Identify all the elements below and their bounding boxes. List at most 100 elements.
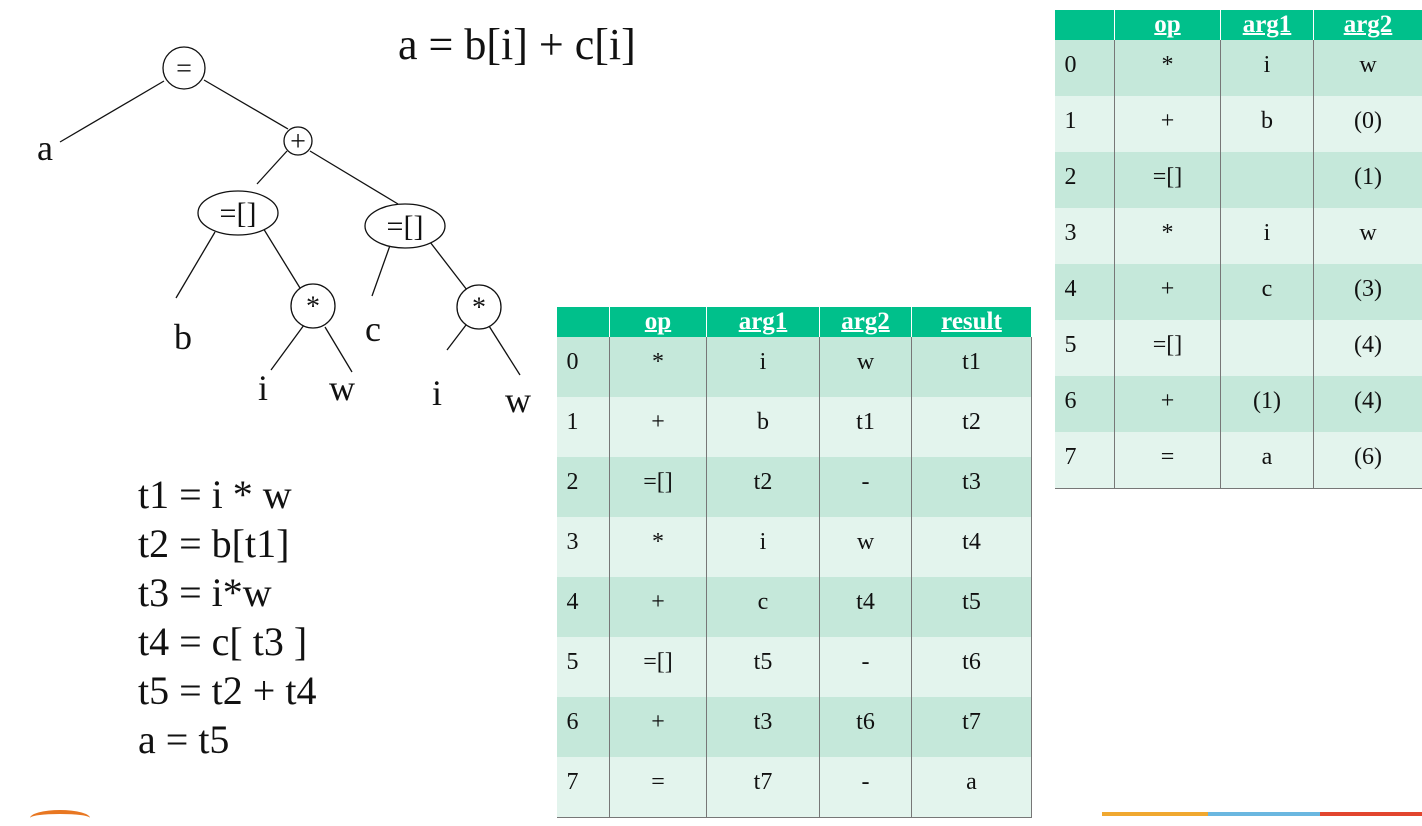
- tree-edge: [489, 326, 520, 375]
- table-cell: -: [820, 457, 912, 517]
- node-label: w: [505, 380, 531, 420]
- table-cell: t2: [912, 397, 1032, 457]
- row-index-cell: 1: [1055, 96, 1115, 152]
- row-index-cell: 4: [557, 577, 610, 637]
- table-row: 4+c(3): [1055, 264, 1422, 320]
- table-cell: w: [820, 517, 912, 577]
- tree-node-idx2: =[]: [365, 204, 445, 248]
- footer-bar-orange: [1102, 812, 1208, 816]
- table-cell: (0): [1314, 96, 1422, 152]
- node-label: =[]: [220, 197, 257, 230]
- table-cell: *: [610, 517, 707, 577]
- table-row: 6+(1)(4): [1055, 376, 1422, 432]
- logo-mark: [30, 810, 90, 826]
- table-cell: -: [820, 757, 912, 818]
- tree-node-w1: w: [329, 368, 355, 408]
- column-header: op: [610, 307, 707, 337]
- row-index-cell: 2: [1055, 152, 1115, 208]
- row-index-cell: 6: [557, 697, 610, 757]
- table-cell: w: [1314, 40, 1422, 96]
- tree-edge: [60, 81, 164, 142]
- table-cell: a: [1221, 432, 1314, 489]
- column-header: op: [1115, 10, 1221, 40]
- node-label: i: [432, 373, 442, 413]
- table-row: 2=[] (1): [1055, 152, 1422, 208]
- column-header: result: [912, 307, 1032, 337]
- node-label: c: [365, 309, 381, 349]
- table-cell: t6: [820, 697, 912, 757]
- code-line: t5 = t2 + t4: [138, 666, 316, 715]
- table-cell: i: [707, 337, 820, 397]
- table-row: 7=a(6): [1055, 432, 1422, 489]
- table-cell: =[]: [1115, 320, 1221, 376]
- code-line: t4 = c[ t3 ]: [138, 617, 316, 666]
- table-cell: c: [1221, 264, 1314, 320]
- tree-edge: [271, 325, 304, 370]
- table-row: 5=[]t5-t6: [557, 637, 1032, 697]
- table-cell: (3): [1314, 264, 1422, 320]
- row-index-cell: 6: [1055, 376, 1115, 432]
- table-cell: =[]: [1115, 152, 1221, 208]
- table-cell: =: [610, 757, 707, 818]
- tree-node-idx1: =[]: [198, 191, 278, 235]
- footer-bar-red: [1320, 812, 1422, 816]
- row-index-cell: 4: [1055, 264, 1115, 320]
- tree-edge: [325, 327, 352, 372]
- table-row: 7=t7-a: [557, 757, 1032, 818]
- tree-node-assign: =: [163, 47, 205, 89]
- row-index-cell: 2: [557, 457, 610, 517]
- row-index-cell: 0: [557, 337, 610, 397]
- node-label: *: [306, 292, 320, 323]
- table-row: 2=[]t2-t3: [557, 457, 1032, 517]
- table-cell: +: [610, 697, 707, 757]
- tree-edge: [310, 151, 398, 204]
- tree-node-i1: i: [258, 368, 268, 408]
- tree-edge: [257, 151, 287, 184]
- table-cell: =[]: [610, 637, 707, 697]
- table-cell: w: [1314, 208, 1422, 264]
- tree-edge: [204, 80, 288, 129]
- row-index-cell: 7: [557, 757, 610, 818]
- table-cell: [1221, 320, 1314, 376]
- table-cell: +: [1115, 376, 1221, 432]
- row-index-cell: 7: [1055, 432, 1115, 489]
- table-cell: +: [1115, 96, 1221, 152]
- table-cell: t7: [707, 757, 820, 818]
- tree-node-plus: +: [284, 127, 312, 158]
- expression-title: a = b[i] + c[i]: [398, 18, 636, 72]
- code-line: a = t5: [138, 715, 316, 764]
- table-cell: +: [610, 577, 707, 637]
- table-row: 1+b(0): [1055, 96, 1422, 152]
- table-cell: (1): [1221, 376, 1314, 432]
- node-label: =: [176, 54, 192, 85]
- table-cell: t2: [707, 457, 820, 517]
- table-cell: (1): [1314, 152, 1422, 208]
- row-index-cell: 3: [557, 517, 610, 577]
- three-address-code: t1 = i * w t2 = b[t1] t3 = i*w t4 = c[ t…: [138, 470, 316, 764]
- node-label: w: [329, 368, 355, 408]
- table-row: 5=[](4): [1055, 320, 1422, 376]
- table-cell: t7: [912, 697, 1032, 757]
- table-cell: -: [820, 637, 912, 697]
- table-cell: i: [1221, 208, 1314, 264]
- node-label: =[]: [387, 210, 424, 243]
- node-label: +: [290, 127, 306, 158]
- tree-node-c: c: [365, 309, 381, 349]
- tree-node-i2: i: [432, 373, 442, 413]
- column-header: arg1: [1221, 10, 1314, 40]
- node-label: b: [174, 317, 192, 357]
- table-cell: (4): [1314, 320, 1422, 376]
- column-header: [557, 307, 610, 337]
- tree-node-mul2: *: [457, 285, 501, 329]
- node-label: *: [472, 293, 486, 324]
